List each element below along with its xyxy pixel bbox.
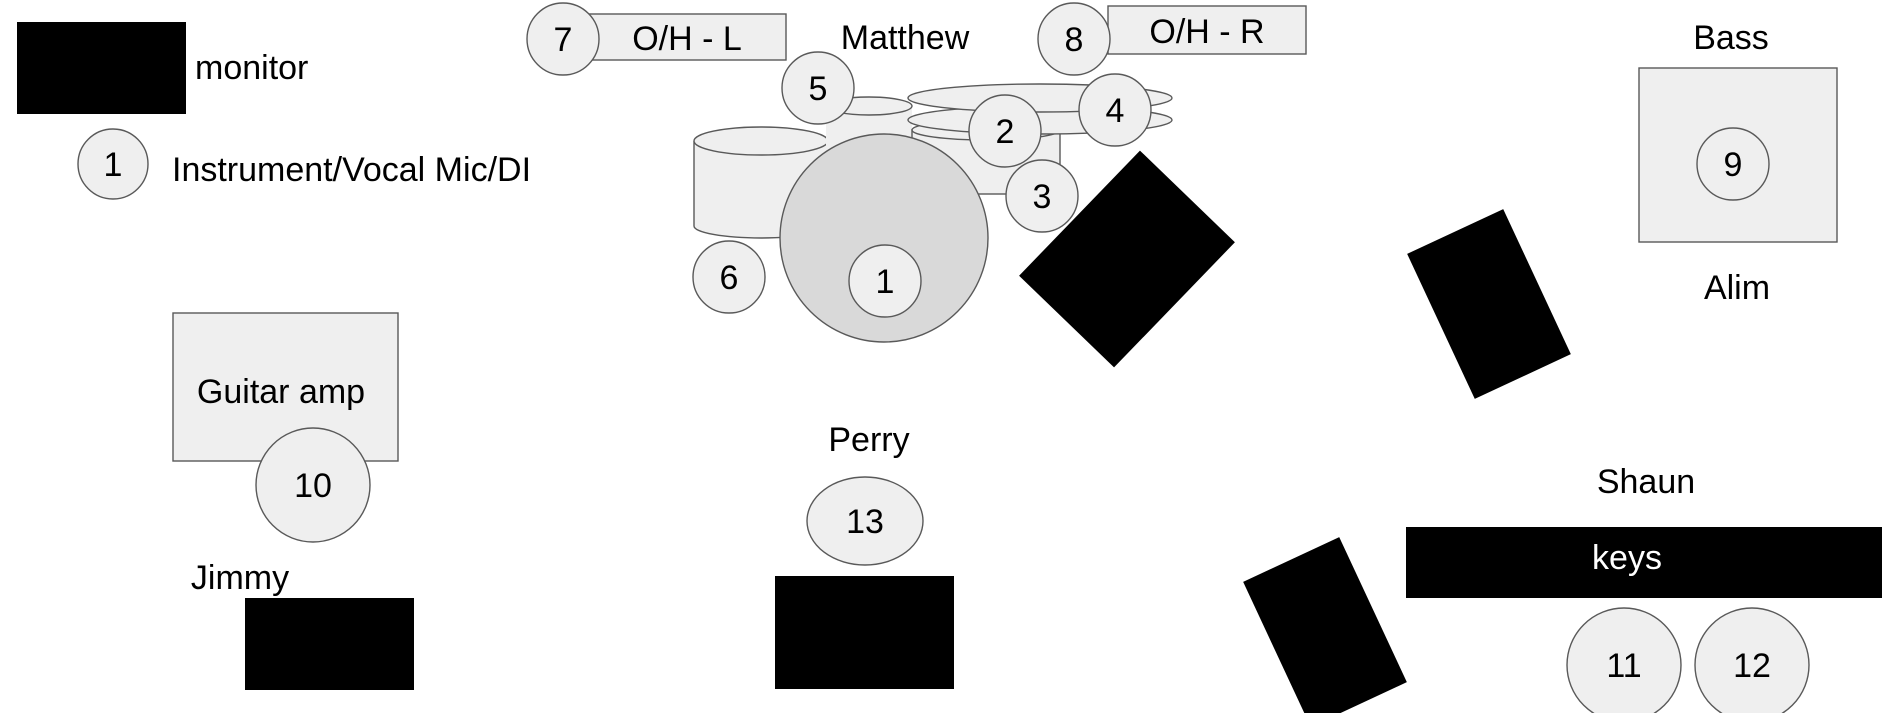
input-13-number: 13 <box>846 503 884 541</box>
keys-label: keys <box>1592 539 1662 577</box>
input-8: 8 <box>1037 2 1111 76</box>
input-9-number: 9 <box>1724 146 1743 184</box>
drummer-name: Matthew <box>841 19 970 57</box>
input-1: 1 <box>848 244 922 318</box>
input-9: 9 <box>1696 127 1770 201</box>
guitar-player-name: Jimmy <box>191 559 289 597</box>
legend-monitor-label: monitor <box>195 49 308 87</box>
keys-player-name: Shaun <box>1597 463 1695 501</box>
input-3: 3 <box>1005 159 1079 233</box>
legend-input-swatch: 1 <box>77 128 149 200</box>
monitor-guitar <box>245 598 414 690</box>
input-7-number: 7 <box>554 21 573 59</box>
input-8-number: 8 <box>1065 21 1084 59</box>
input-5-number: 5 <box>809 70 828 108</box>
input-7: 7 <box>526 2 600 76</box>
kick-drum <box>779 133 989 343</box>
monitor-drums <box>1019 150 1235 368</box>
input-10: 10 <box>255 427 371 543</box>
monitor-keys <box>1243 537 1407 718</box>
input-2: 2 <box>968 94 1042 168</box>
overhead-left-label: O/H - L <box>632 20 742 58</box>
overhead-left-box <box>587 13 787 61</box>
keys-instrument <box>1406 527 1882 598</box>
input-11: 11 <box>1566 607 1682 718</box>
monitor-bass <box>1407 209 1571 399</box>
input-2-number: 2 <box>996 113 1015 151</box>
input-1-number: 1 <box>876 263 895 301</box>
input-6: 6 <box>692 240 766 314</box>
guitar-amp-label: Guitar amp <box>197 373 365 411</box>
input-4-number: 4 <box>1106 92 1125 130</box>
vocal-name: Perry <box>828 421 909 459</box>
input-4: 4 <box>1078 73 1152 147</box>
legend-input-label: Instrument/Vocal Mic/DI <box>172 151 531 189</box>
input-3-number: 3 <box>1033 178 1052 216</box>
input-12: 12 <box>1694 607 1810 718</box>
input-5: 5 <box>781 51 855 125</box>
overhead-right-label: O/H - R <box>1149 13 1264 51</box>
monitor-vocal <box>775 576 954 689</box>
bass-player-name: Alim <box>1704 269 1770 307</box>
bass-amp-label: Bass <box>1693 19 1769 57</box>
input-10-number: 10 <box>294 467 332 505</box>
legend-input-number: 1 <box>104 146 123 184</box>
input-6-number: 6 <box>720 259 739 297</box>
input-13: 13 <box>806 476 924 566</box>
input-11-number: 11 <box>1606 647 1641 685</box>
input-12-number: 12 <box>1733 647 1771 685</box>
legend-monitor-swatch <box>17 22 186 114</box>
